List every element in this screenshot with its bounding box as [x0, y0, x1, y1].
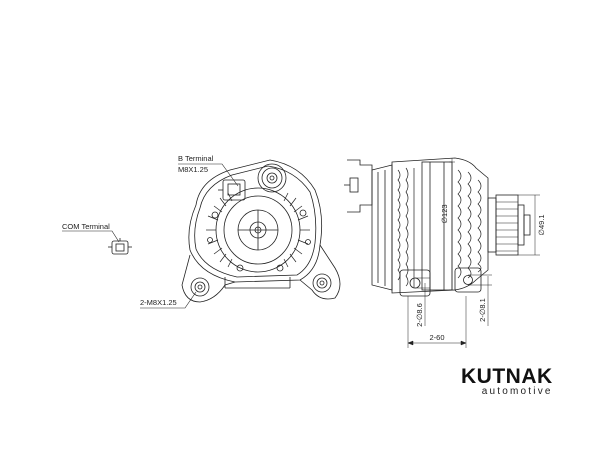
com-terminal-leader [62, 230, 120, 243]
b-terminal-label: B Terminal [178, 154, 214, 163]
b-terminal-leader [178, 163, 239, 187]
dim-hole-86: 2-∅8.6 [415, 303, 424, 327]
dim-width-60: 2-60 [429, 333, 444, 342]
brand-name: KUTNAK [461, 365, 553, 388]
mount-bolts-label: 2-M8X1.25 [140, 298, 177, 307]
brand-logo: KUTNAK automotive [461, 366, 553, 397]
mount-bolts-leader [140, 291, 197, 309]
alternator-side-view [344, 157, 531, 297]
dimension-lines [407, 158, 540, 348]
alternator-front-view [181, 159, 341, 303]
dim-hole-81: 2-∅8.1 [478, 298, 487, 322]
com-connector [108, 238, 132, 255]
b-terminal-thread-label: M8X1.25 [178, 165, 208, 174]
com-terminal-label: COM Terminal [62, 222, 110, 231]
dim-diameter-123: ∅123 [440, 204, 449, 223]
dim-diameter-49: ∅49.1 [537, 214, 546, 235]
brand-tagline: automotive [481, 386, 553, 397]
